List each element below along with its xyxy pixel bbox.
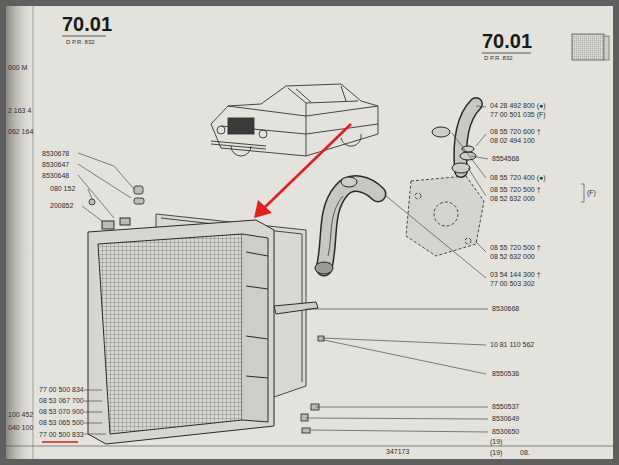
part-number: 77 00 501 035 (F) xyxy=(490,111,546,118)
part-number: 08 02 494 100 xyxy=(490,137,535,144)
page-ref: D P.R. 832 xyxy=(484,55,513,61)
part-number: 08 55 720 500 † xyxy=(490,244,541,251)
margin-fragment: 062 164 xyxy=(8,128,33,135)
catalog-page: 70.01 D P.R. 832 70.01 D P.R. 832 000 M 2 163… xyxy=(6,6,613,459)
part-number: 08 55 720 600 † xyxy=(490,128,541,135)
parts-illustration xyxy=(6,6,613,459)
page-number: 70.01 xyxy=(482,31,532,51)
margin-fragment: 2 163 4 xyxy=(8,107,31,114)
part-number: 08 53 070 900 xyxy=(39,408,84,415)
margin-fragment: 100 452 xyxy=(8,411,33,418)
part-number: 04 28 492 800 (●) xyxy=(490,102,546,109)
footnote-mark: (F) xyxy=(587,189,596,196)
part-number: 77 00 500 833 xyxy=(39,431,84,438)
footnote-mark: (19) xyxy=(490,438,502,445)
ref-number: 08. xyxy=(520,449,530,456)
part-number: 08 52 632 000 xyxy=(490,253,535,260)
part-number: 8530649 xyxy=(492,415,519,422)
part-number: 08 52 632 000 xyxy=(490,195,535,202)
footnote-mark: (19) xyxy=(490,449,502,456)
page-number: 70.01 xyxy=(62,14,112,34)
margin-fragment: 000 M xyxy=(8,64,27,71)
part-number: 8530678 xyxy=(42,150,69,157)
part-number: 03 54 144 300 † xyxy=(490,271,541,278)
part-number: 77 00 503 302 xyxy=(490,280,535,287)
margin-fragment: 040 100 xyxy=(8,424,33,431)
part-number: 08 53 067 700 xyxy=(39,397,84,404)
part-number: 08 55 720 500 † xyxy=(490,186,541,193)
part-number: 8530648 xyxy=(42,172,69,179)
ref-number: 347173 xyxy=(386,448,409,455)
part-number: 8550537 xyxy=(492,403,519,410)
part-number: 8554568 xyxy=(492,155,519,162)
part-number: 08 53 065 500 xyxy=(39,419,84,426)
part-number: 8530647 xyxy=(42,161,69,168)
part-number: 8530650 xyxy=(492,428,519,435)
part-number: 8550536 xyxy=(492,370,519,377)
part-number: 200852 xyxy=(50,202,73,209)
part-number: 10 81 110 562 xyxy=(490,341,534,348)
page-ref: D P.R. 832 xyxy=(66,39,95,45)
part-number: 08 55 720 400 (●) xyxy=(490,174,546,181)
part-number: 080 152 xyxy=(50,185,75,192)
part-number: 8530668 xyxy=(492,305,519,312)
part-number: 77 00 500 834 xyxy=(39,386,84,393)
